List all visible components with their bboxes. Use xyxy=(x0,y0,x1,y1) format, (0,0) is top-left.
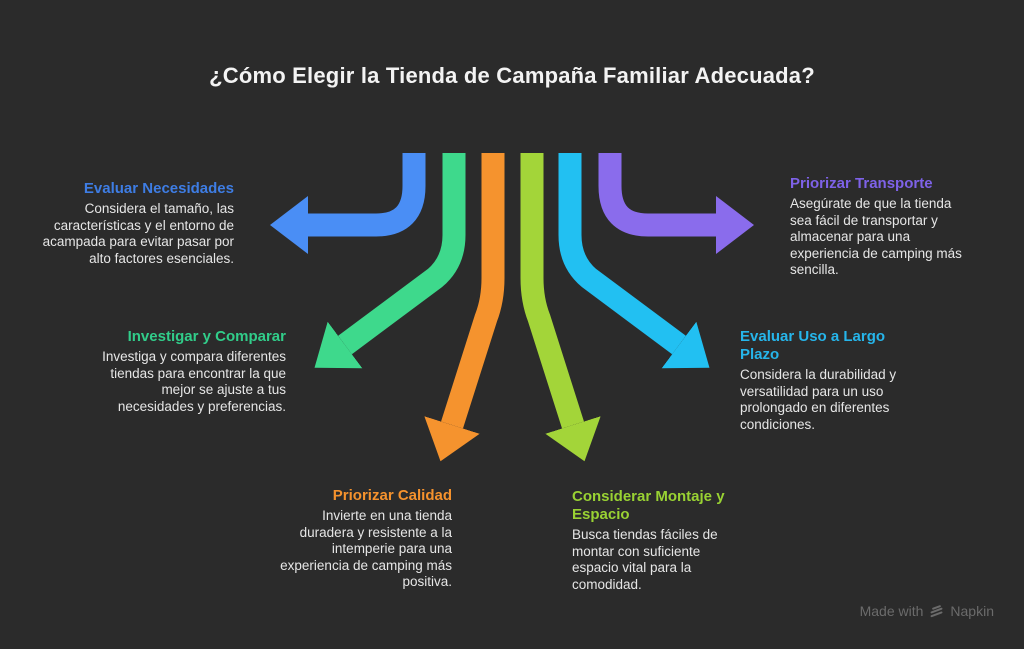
section-evaluar-necesidades: Evaluar Necesidades Considera el tamaño,… xyxy=(34,180,234,267)
section-investigar-comparar: Investigar y Comparar Investiga y compar… xyxy=(96,328,286,415)
arrow-evaluar-uso-largo-plazo xyxy=(558,153,710,369)
section-body: Considera la durabilidad y versatilidad … xyxy=(740,367,897,432)
section-heading: Investigar y Comparar xyxy=(127,328,286,345)
section-heading: Evaluar Necesidades xyxy=(83,180,234,197)
section-body: Investiga y compara diferentes tiendas p… xyxy=(102,349,286,414)
section-heading: Considerar Montaje y Espacio xyxy=(572,488,725,523)
arrow-evaluar-necesidades xyxy=(270,153,426,254)
section-evaluar-uso-largo-plazo: Evaluar Uso a Largo Plazo Considera la d… xyxy=(740,328,900,433)
section-body: Asegúrate de que la tienda sea fácil de … xyxy=(790,196,962,277)
section-priorizar-calidad: Priorizar Calidad Invierte en una tienda… xyxy=(266,487,452,591)
section-priorizar-transporte: Priorizar Transporte Asegúrate de que la… xyxy=(790,175,964,279)
section-body: Busca tiendas fáciles de montar con sufi… xyxy=(572,527,718,592)
made-with-napkin-watermark: Made with Napkin xyxy=(860,603,994,619)
napkin-logo-icon xyxy=(930,604,943,617)
arrow-priorizar-calidad xyxy=(424,153,505,462)
section-body: Considera el tamaño, las características… xyxy=(42,201,234,266)
page-title: ¿Cómo Elegir la Tienda de Campaña Famili… xyxy=(209,63,815,88)
arrow-investigar-comparar xyxy=(314,153,466,369)
arrow-priorizar-transporte xyxy=(598,153,754,254)
arrow-considerar-montaje xyxy=(520,153,601,462)
section-considerar-montaje: Considerar Montaje y Espacio Busca tiend… xyxy=(572,488,738,593)
watermark-prefix: Made with xyxy=(859,603,924,619)
section-heading: Evaluar Uso a Largo Plazo xyxy=(740,328,886,363)
section-heading: Priorizar Transporte xyxy=(790,175,933,192)
section-body: Invierte en una tienda duradera y resist… xyxy=(280,508,452,589)
section-heading: Priorizar Calidad xyxy=(332,487,452,504)
watermark-brand: Napkin xyxy=(950,603,994,619)
